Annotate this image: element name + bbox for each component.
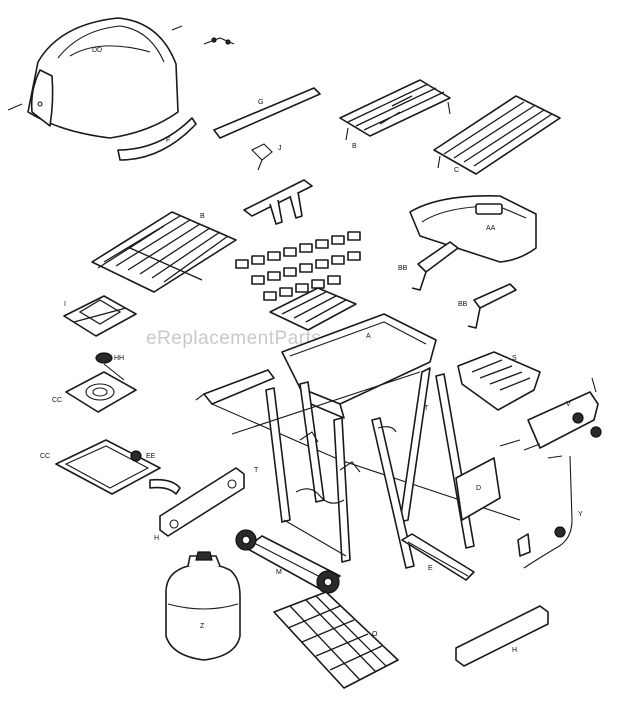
side-burner-knob: HH [95,352,125,381]
propane-tank: Z [165,551,241,661]
label-regulator: Y [578,511,583,518]
label-leg-left: T [254,467,259,474]
label-left-panel: H [154,535,159,542]
left-end-panel: H [154,467,245,542]
right-end-panel: H [455,605,549,667]
label-pan-upper: CC [52,397,62,404]
label-side-burner-grate: I [64,301,66,308]
label-knob: HH [114,355,124,362]
briquette-tiles [235,231,361,301]
label-hood: DD [92,47,102,54]
control-panel: V [527,377,602,449]
regulator-hose: Y [499,439,583,569]
label-bb-upper: BB [398,265,408,272]
warming-rack-2: C [433,95,561,175]
label-warming-rack-b: C [454,167,459,174]
label-side-burner-knob: EE [146,453,156,460]
burner-tube [243,179,313,225]
shelf-support-bb: BB BB [398,241,517,329]
label-control-panel: V [566,401,571,408]
cabinet-door: D [455,457,501,521]
label-leg-right: T [424,405,429,412]
label-wire-shelf: O [372,631,378,638]
heat-shield: G [213,87,321,139]
hood-hardware [203,37,235,45]
label-bracket: J [278,145,282,152]
side-burner-pan-upper: CC [52,371,137,413]
label-cooking-grate: B [200,213,205,220]
cooking-grate: B [91,211,237,293]
label-handle: F [166,137,170,144]
side-shelf-right: S [457,351,541,411]
bottom-wire-shelf: O [273,591,399,689]
label-warming-rack-a: B [352,143,357,150]
bracket-j: J [251,143,282,171]
side-shelf-upper: AA [409,195,537,263]
hood-handle: F [117,117,197,161]
warming-rack-1: B [339,79,451,150]
label-side-shelf-right: S [512,355,517,362]
label-right-panel: H [512,647,517,654]
label-cart-base-right: E [428,565,433,572]
label-bb-lower: BB [458,301,468,308]
label-pan-lower: CC [40,453,50,460]
side-burner-pan-lower: CC EE [40,439,181,495]
label-cart-base: M [276,569,282,576]
label-heat-shield: G [258,99,263,106]
firebox-mark: A [366,333,371,340]
cart-base-right: E [401,533,475,581]
label-side-shelf-upper: AA [486,225,496,232]
grill-hood: DD [7,17,183,139]
lava-grate [269,287,357,331]
ignition-wires [295,426,397,504]
side-burner-grate: I [63,295,137,337]
label-door: D [476,485,481,492]
cart-base-left: M [235,529,341,594]
label-tank: Z [200,623,205,630]
